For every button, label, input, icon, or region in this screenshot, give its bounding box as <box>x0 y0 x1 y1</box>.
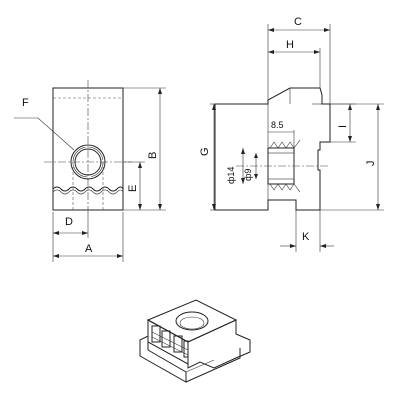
label-G: G <box>199 147 211 156</box>
label-D: D <box>65 216 73 228</box>
threaded-hole-inner <box>74 148 102 176</box>
side-view: C H G ф14 ф9 8.5 I J <box>199 16 384 252</box>
threaded-hole-outer <box>70 144 106 180</box>
label-A: A <box>85 243 93 255</box>
label-d14: ф14 <box>226 167 236 184</box>
label-d9: ф9 <box>243 169 253 181</box>
iso-right-face <box>187 319 251 369</box>
iso-teeth <box>151 325 189 358</box>
iso-hole <box>175 311 209 331</box>
iso-top-face <box>146 299 238 343</box>
label-I: I <box>337 125 349 128</box>
leader-F <box>14 117 75 151</box>
label-E: E <box>127 185 139 192</box>
label-F: F <box>22 97 29 109</box>
label-8-5: 8.5 <box>271 120 284 130</box>
front-break-line <box>52 186 124 192</box>
isometric-view <box>139 299 251 383</box>
label-B: B <box>147 152 159 159</box>
label-H: H <box>286 39 294 51</box>
label-K: K <box>302 231 310 243</box>
front-view: F D A B E <box>14 80 166 262</box>
side-profile-outline <box>214 87 331 211</box>
label-J: J <box>365 161 377 167</box>
label-C: C <box>294 16 302 28</box>
